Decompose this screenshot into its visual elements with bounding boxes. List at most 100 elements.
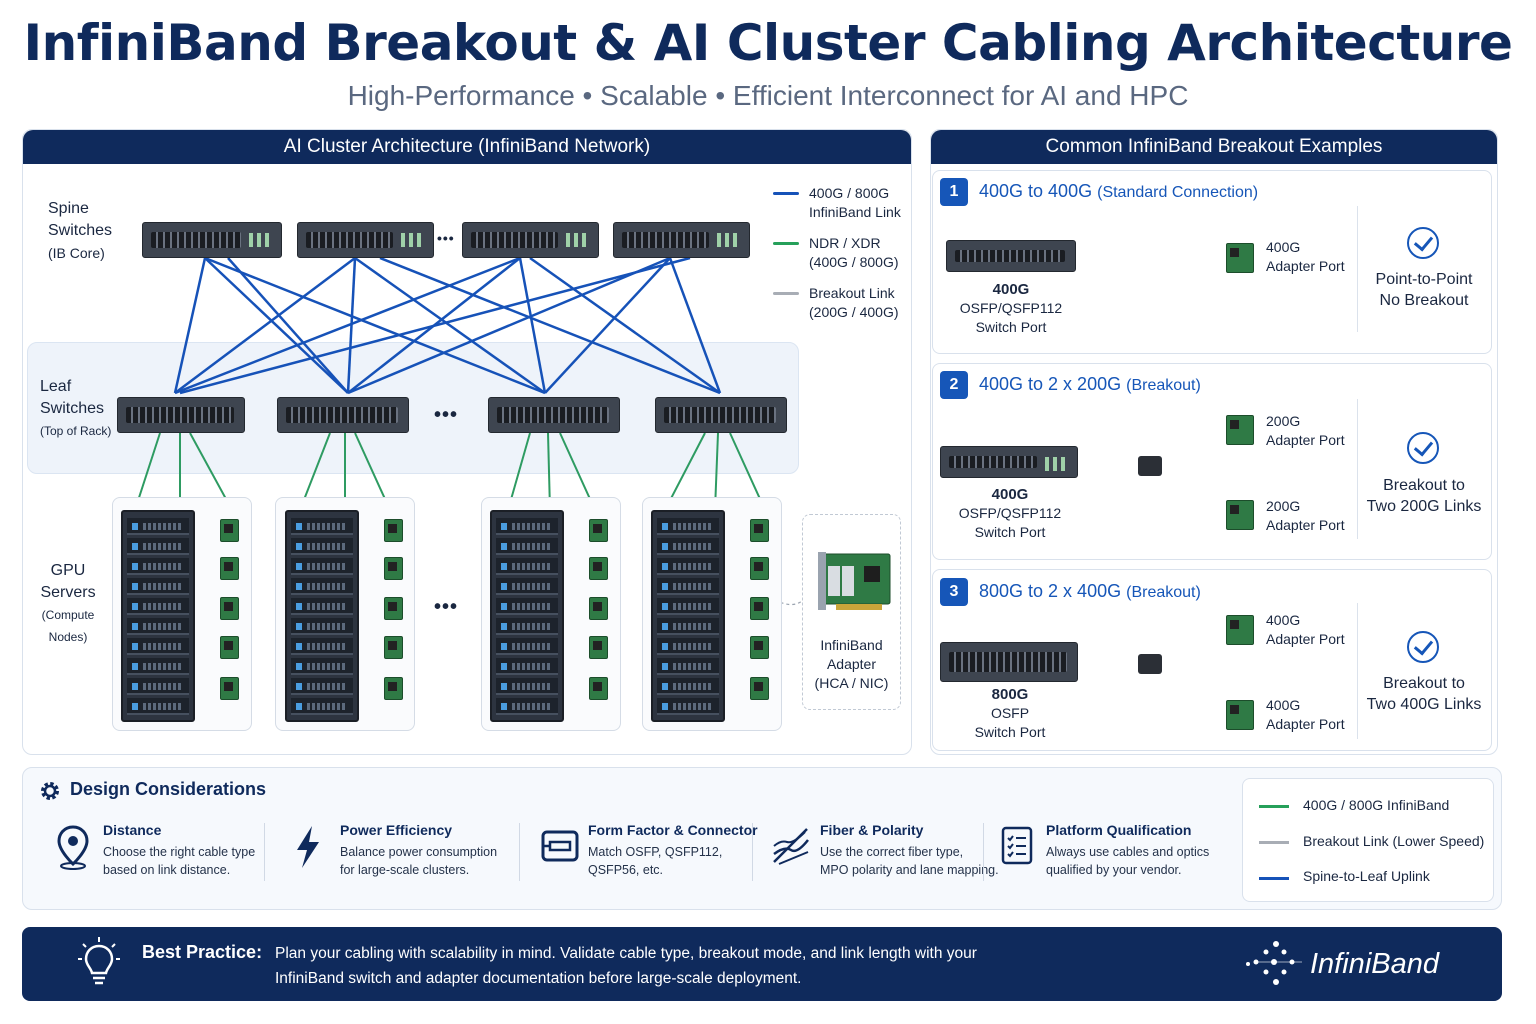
legend-row: 400G / 800G InfiniBand — [1303, 797, 1450, 813]
adapter-port-icon — [1226, 615, 1254, 645]
switch-port-icon-2 — [940, 446, 1078, 478]
leaf-ellipsis: ••• — [434, 404, 459, 426]
connector-icon — [541, 830, 579, 862]
legend-breakout: Breakout Link (200G / 400G) — [809, 285, 899, 320]
legend-line-ib — [773, 192, 799, 195]
switch-port-icon-3 — [940, 642, 1078, 682]
best-practice-text: Plan your cabling with scalability in mi… — [275, 945, 977, 987]
adapter-port-label: 400G Adapter Port — [1266, 697, 1345, 732]
gpu-rack-4 — [651, 510, 725, 722]
adapter-port-label: 400G Adapter Port — [1266, 612, 1345, 647]
hca-card — [750, 557, 769, 580]
check-icon — [1407, 432, 1439, 464]
breakout-splitter-icon — [1138, 456, 1162, 476]
switch-port-icon-1 — [946, 240, 1076, 272]
example-result-3: Breakout to Two 400G Links — [1366, 675, 1482, 713]
hca-card — [589, 597, 608, 620]
example-number-3: 3 — [940, 578, 968, 606]
hca-card — [589, 519, 608, 542]
legend-line-ndr — [773, 242, 799, 245]
leaf-switch-1 — [117, 397, 245, 433]
leaf-switch-3 — [488, 397, 620, 433]
adapter-port-icon — [1226, 243, 1254, 273]
gpu-label: GPU Servers (Compute Nodes) — [40, 562, 96, 644]
hca-card — [384, 636, 403, 659]
consideration-power: Power Efficiency Balance power consumpti… — [340, 822, 498, 877]
location-pin-icon — [57, 825, 89, 870]
lightning-bolt-icon — [297, 826, 319, 868]
hca-card — [384, 597, 403, 620]
check-icon — [1407, 227, 1439, 259]
consideration-form-factor: Form Factor & Connector Match OSFP, QSFP… — [588, 822, 758, 877]
consideration-fiber: Fiber & Polarity Use the correct fiber t… — [820, 822, 999, 877]
example-title-3: 800G to 2 x 400G (Breakout) — [979, 581, 1201, 601]
hca-card — [384, 677, 403, 700]
switch-port-label-2: 400G OSFP/QSFP112 Switch Port — [958, 486, 1062, 540]
leaf-switch-4 — [655, 397, 787, 433]
hca-card — [220, 636, 239, 659]
example-number-2: 2 — [940, 371, 968, 399]
spine-switch-2 — [297, 222, 434, 258]
hca-card — [220, 597, 239, 620]
checklist-icon — [1001, 826, 1033, 865]
architecture-heading: AI Cluster Architecture (InfiniBand Netw… — [23, 130, 911, 164]
spine-switch-4 — [613, 222, 750, 258]
spine-switch-3 — [462, 222, 599, 258]
hca-card — [750, 519, 769, 542]
infiniband-adapter-icon — [818, 552, 891, 610]
gpu-rack-1 — [121, 510, 195, 722]
hca-card — [589, 557, 608, 580]
rack-ellipsis: ••• — [434, 596, 459, 618]
switch-port-label-1: 400G OSFP/QSFP112 Switch Port — [959, 281, 1063, 335]
fiber-icon — [773, 828, 809, 865]
hca-card — [384, 519, 403, 542]
legend-ndr: NDR / XDR (400G / 800G) — [809, 235, 899, 270]
adapter-port-label: 200G Adapter Port — [1266, 498, 1345, 533]
adapter-port-icon — [1226, 415, 1254, 445]
hca-card — [750, 636, 769, 659]
consideration-distance: Distance Choose the right cable type bas… — [103, 822, 256, 877]
hca-card — [589, 636, 608, 659]
example-title-1: 400G to 400G (Standard Connection) — [979, 181, 1259, 201]
breakout-heading: Common InfiniBand Breakout Examples — [931, 130, 1497, 164]
legend-line-breakout — [773, 292, 799, 295]
hca-card — [220, 557, 239, 580]
adapter-port-icon — [1226, 700, 1254, 730]
switch-port-label-3: 800G OSFP Switch Port — [974, 686, 1046, 740]
adapter-port-label: 200G Adapter Port — [1266, 413, 1345, 448]
example-number-1: 1 — [940, 178, 968, 206]
hca-card — [589, 677, 608, 700]
cable-legend: 400G / 800G InfiniBand Breakout Link (Lo… — [1242, 778, 1494, 902]
hca-card — [750, 597, 769, 620]
best-practice-label: Best Practice: — [142, 942, 263, 962]
adapter-label: InfiniBand Adapter (HCA / NIC) — [814, 637, 889, 691]
hca-card — [384, 557, 403, 580]
leaf-switch-2 — [277, 397, 409, 433]
spine-label: Spine Switches (IB Core) — [48, 200, 113, 261]
design-title: Design Considerations — [70, 779, 267, 799]
hca-card — [220, 677, 239, 700]
gpu-rack-3 — [490, 510, 564, 722]
adapter-port-icon — [1226, 500, 1254, 530]
legend-row: Spine-to-Leaf Uplink — [1303, 868, 1430, 884]
consideration-qualification: Platform Qualification Always use cables… — [1046, 822, 1210, 877]
lightbulb-icon — [78, 937, 120, 985]
infiniband-logo-icon — [1246, 941, 1302, 985]
adapter-port-label: 400G Adapter Port — [1266, 239, 1345, 274]
hca-card — [750, 677, 769, 700]
page-title: InfiniBand Breakout & AI Cluster Cabling… — [23, 14, 1513, 72]
hca-card — [220, 519, 239, 542]
leaf-label: Leaf Switches (Top of Rack) — [40, 378, 112, 438]
page-subtitle: High-Performance • Scalable • Efficient … — [347, 80, 1189, 111]
legend-row: Breakout Link (Lower Speed) — [1303, 833, 1485, 849]
gear-icon — [41, 782, 59, 800]
example-result-1: Point-to-Point No Breakout — [1375, 271, 1473, 309]
gpu-rack-2 — [285, 510, 359, 722]
spine-switch-1 — [142, 222, 282, 258]
adapter-callout — [802, 514, 901, 710]
example-title-2: 400G to 2 x 200G (Breakout) — [979, 374, 1201, 394]
legend-ib: 400G / 800G InfiniBand Link — [809, 185, 901, 220]
infiniband-brand: InfiniBand — [1310, 948, 1439, 980]
example-result-2: Breakout to Two 200G Links — [1366, 477, 1482, 515]
check-icon — [1407, 631, 1439, 663]
